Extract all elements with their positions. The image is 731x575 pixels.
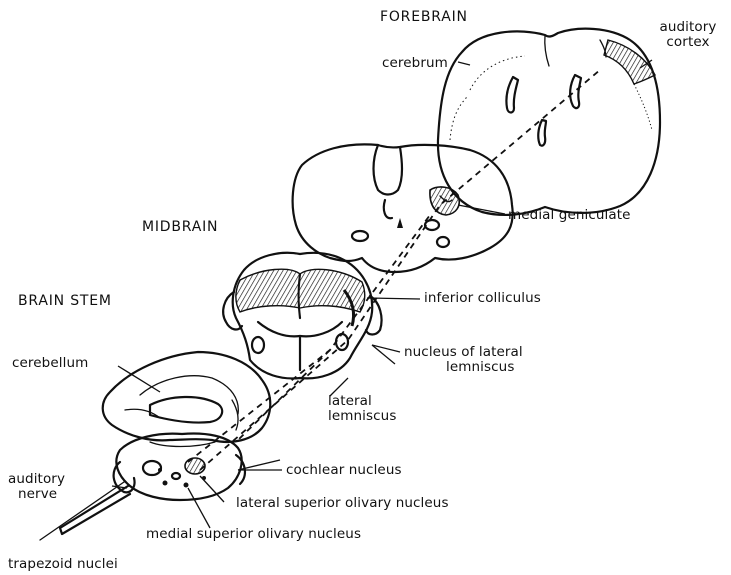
midbrain-title: MIDBRAIN [142, 220, 218, 235]
nucleus-lateral-lemniscus-line2: lemniscus [404, 360, 523, 375]
cochlear-nucleus-label: cochlear nucleus [286, 463, 402, 478]
auditory-nerve-label: auditory nerve [8, 472, 65, 502]
lateral-lemniscus-label: lateral lemniscus [328, 394, 396, 424]
auditory-cortex-line2: cortex [648, 35, 728, 50]
medial-superior-olivary-nucleus-label: medial superior olivary nucleus [146, 527, 361, 542]
cerebrum-label: cerebrum [382, 56, 448, 71]
midbrain-section [223, 253, 381, 379]
lateral-lemniscus-line2: lemniscus [328, 409, 396, 424]
nucleus-lateral-lemniscus-label: nucleus of lateral lemniscus [404, 345, 523, 375]
trapezoid-nuclei-label: trapezoid nuclei [8, 557, 118, 572]
lateral-superior-olivary-nucleus-label: lateral superior olivary nucleus [236, 496, 449, 511]
forebrain-title: FOREBRAIN [380, 10, 468, 25]
nucleus-lateral-lemniscus-line1: nucleus of lateral [404, 345, 523, 360]
forebrain-section [438, 29, 660, 215]
brainstem-section [40, 352, 270, 540]
auditory-nerve-line1: auditory [8, 472, 65, 487]
medial-geniculate-label: medial geniculate [508, 208, 631, 223]
lateral-lemniscus-line1: lateral [328, 394, 396, 409]
auditory-cortex-label: auditory cortex [648, 20, 728, 50]
inferior-colliculus-label: inferior colliculus [424, 291, 541, 306]
brainstem-title: BRAIN STEM [18, 294, 112, 309]
cerebellum-label: cerebellum [12, 356, 88, 371]
auditory-nerve-line2: nerve [8, 487, 65, 502]
auditory-cortex-line1: auditory [648, 20, 728, 35]
